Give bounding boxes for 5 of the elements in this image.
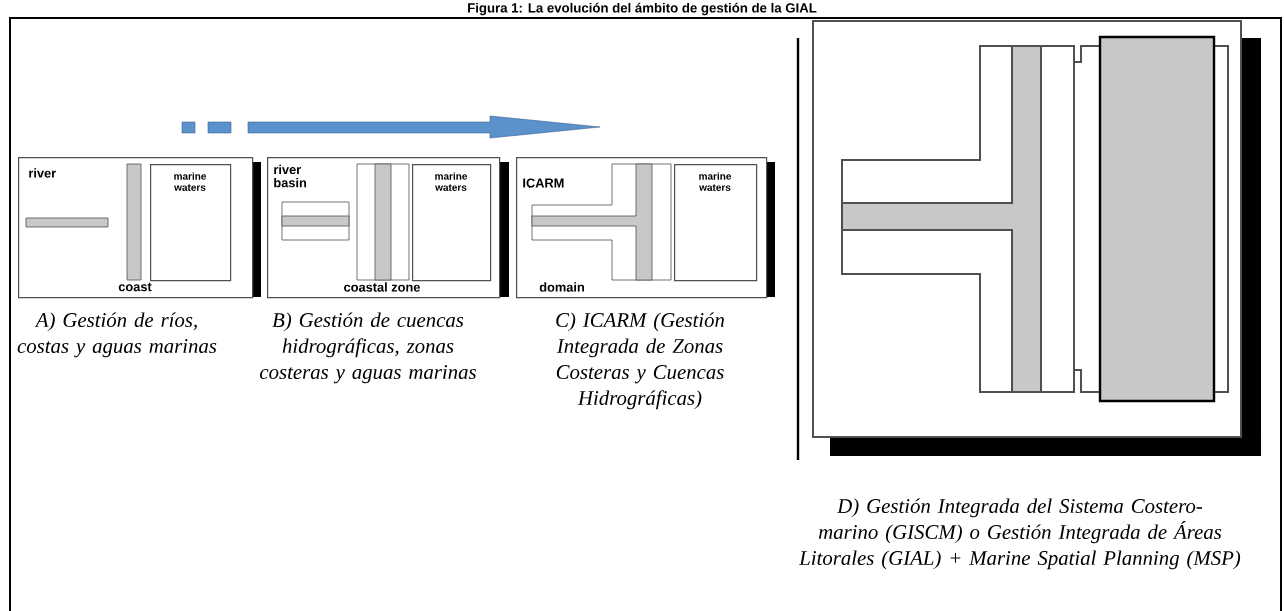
title: Figura 1: La evolución del ámbito de gestión de la GIAL bbox=[468, 2, 817, 16]
panel-description: B) Gestión de cuencas hidrográficas, zonas costeras y aguas marinas bbox=[260, 312, 476, 384]
panel-description: D) Gestión Integrada del Sistema Costero-marino (GISCM) o Gestión Integrada de Áreas Litorales (GIAL) + Marine Spatial Planning (MSP) bbox=[799, 498, 1241, 570]
panel-description: C) ICARM (Gestión Integrada de Zonas Costeras y Cuencas Hidrográficas) bbox=[556, 312, 725, 410]
panel-description: A) Gestión de ríos, costas y aguas marinas bbox=[17, 312, 217, 358]
